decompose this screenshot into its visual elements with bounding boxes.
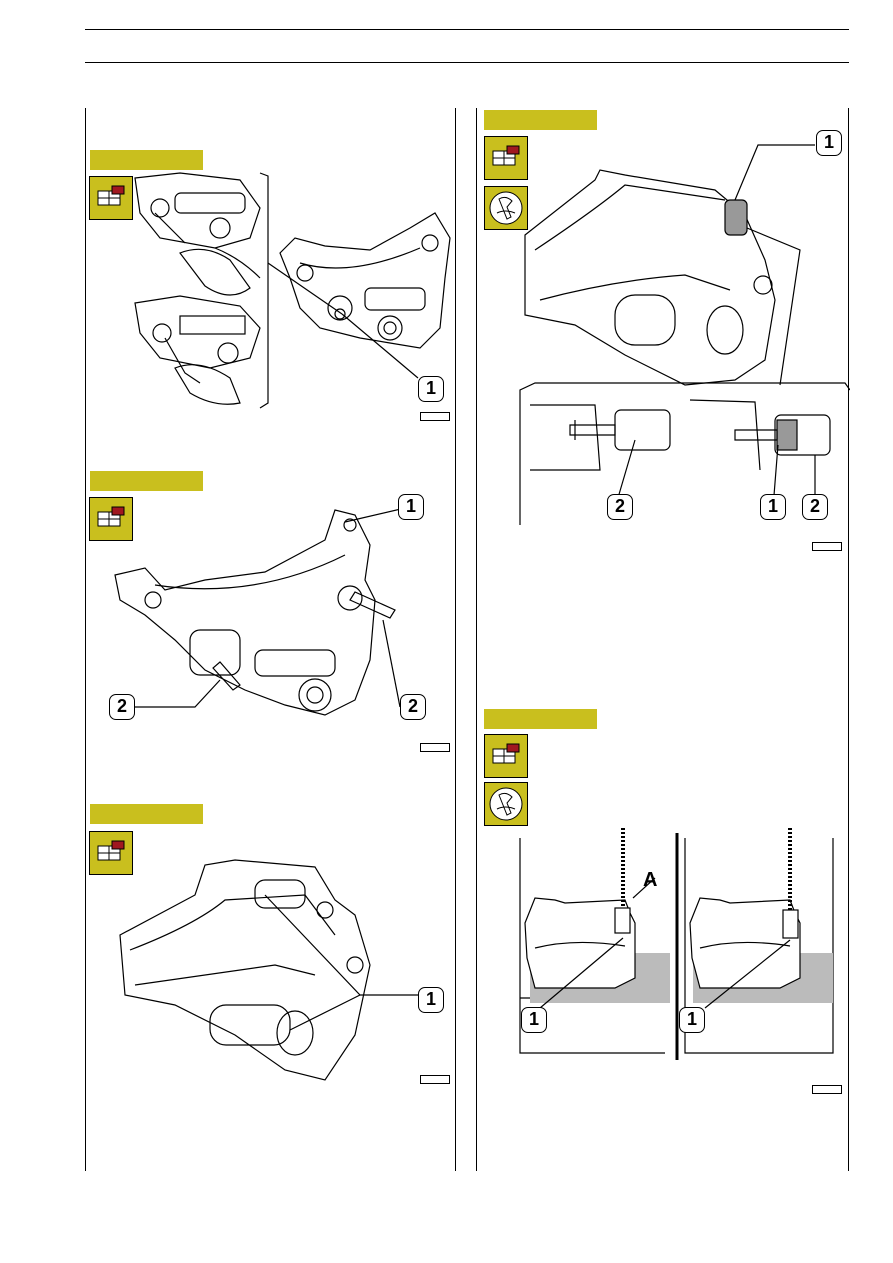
special-tool-icon [484,186,528,230]
caliper-bushing-illustration [519,144,850,525]
special-tool-icon [484,782,528,826]
header-bottom-rule [85,62,849,63]
callout-label: 1 [816,130,842,156]
right-column-border [848,108,849,1171]
callout-label: 1 [418,987,444,1013]
callout-label: 2 [607,494,633,520]
figure-tag [484,709,597,729]
caliper-guide-illustration [119,859,425,1081]
column-divider-left [455,108,456,1171]
figure-number-box [420,412,450,421]
callout-label: 1 [398,494,424,520]
figure-tag [90,804,203,824]
figure-number-box [812,542,842,551]
callout-label: 2 [109,694,135,720]
caliper-lever-illustration [134,172,451,409]
callout-label: 1 [418,376,444,402]
figure-tag [484,110,597,130]
caliper-press-illustration [519,828,834,1060]
callout-label: 1 [521,1007,547,1033]
figure-tag [90,471,203,491]
disassembly-icon [89,497,133,541]
disassembly-icon [484,136,528,180]
left-column-border [85,108,86,1171]
disassembly-icon [89,176,133,220]
figure-number-box [420,743,450,752]
callout-label: 1 [679,1007,705,1033]
figure-number-box [812,1085,842,1094]
callout-label: 2 [400,694,426,720]
caliper-bolts-illustration [114,507,406,716]
callout-label: 2 [802,494,828,520]
callout-letter: A [643,869,658,891]
figure-tag [90,150,203,170]
disassembly-icon [89,831,133,875]
disassembly-icon [484,734,528,778]
callout-label: 1 [760,494,786,520]
figure-number-box [420,1075,450,1084]
column-divider-right [476,108,477,1171]
header-top-rule [85,29,849,30]
